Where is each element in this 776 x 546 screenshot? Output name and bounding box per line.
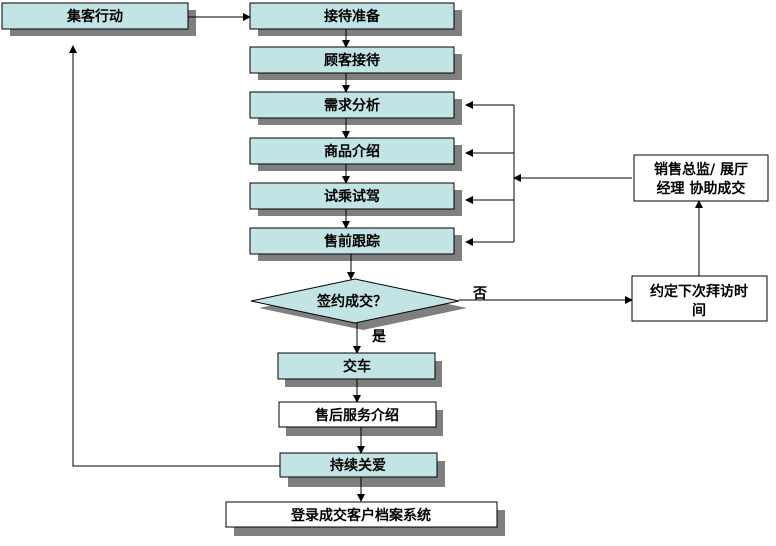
node-delivery-label: 交车 <box>343 358 371 375</box>
node-prepare-label: 接待准备 <box>324 8 381 25</box>
node-product-label: 商品介绍 <box>324 143 380 160</box>
node-followup-label: 售前跟踪 <box>323 233 380 250</box>
node-manager: 销售总监/ 展厅 经理 协助成交 <box>633 154 769 202</box>
node-reception-label: 顾客接待 <box>324 52 380 69</box>
node-decision: 签约成交？ <box>250 278 460 324</box>
node-product: 商品介绍 <box>249 137 455 165</box>
node-testdrive: 试乘试驾 <box>249 182 455 210</box>
node-manager-label-line1: 销售总监/ 展厅 <box>654 161 748 178</box>
node-care: 持续关爱 <box>279 452 438 478</box>
node-needs-label: 需求分析 <box>324 97 380 114</box>
connectors <box>69 13 703 502</box>
node-register-label: 登录成交客户档案系统 <box>290 507 431 524</box>
node-register: 登录成交客户档案系统 <box>225 501 498 528</box>
node-followup: 售前跟踪 <box>249 227 455 255</box>
node-reception: 顾客接待 <box>249 46 455 74</box>
edge-label-yes: 是 <box>372 329 387 345</box>
node-revisit-label-line2: 间 <box>692 302 706 319</box>
node-needs: 需求分析 <box>249 91 455 119</box>
node-aftersales: 售后服务介绍 <box>278 401 437 428</box>
node-aftersales-label: 售后服务介绍 <box>314 407 399 424</box>
node-gather-label: 集客行动 <box>66 8 123 25</box>
node-care-label: 持续关爱 <box>330 457 386 474</box>
node-gather: 集客行动 <box>1 2 189 30</box>
edge-label-no: 否 <box>472 286 487 302</box>
node-revisit-label-line1: 约定下次拜访时 <box>650 283 748 300</box>
node-prepare: 接待准备 <box>249 2 455 30</box>
node-testdrive-label: 试乘试驾 <box>324 188 380 205</box>
node-manager-label-line2: 经理 协助成交 <box>657 180 746 197</box>
node-revisit: 约定下次拜访时 间 <box>631 275 768 322</box>
node-delivery: 交车 <box>277 352 436 380</box>
node-decision-label: 签约成交？ <box>316 293 387 310</box>
